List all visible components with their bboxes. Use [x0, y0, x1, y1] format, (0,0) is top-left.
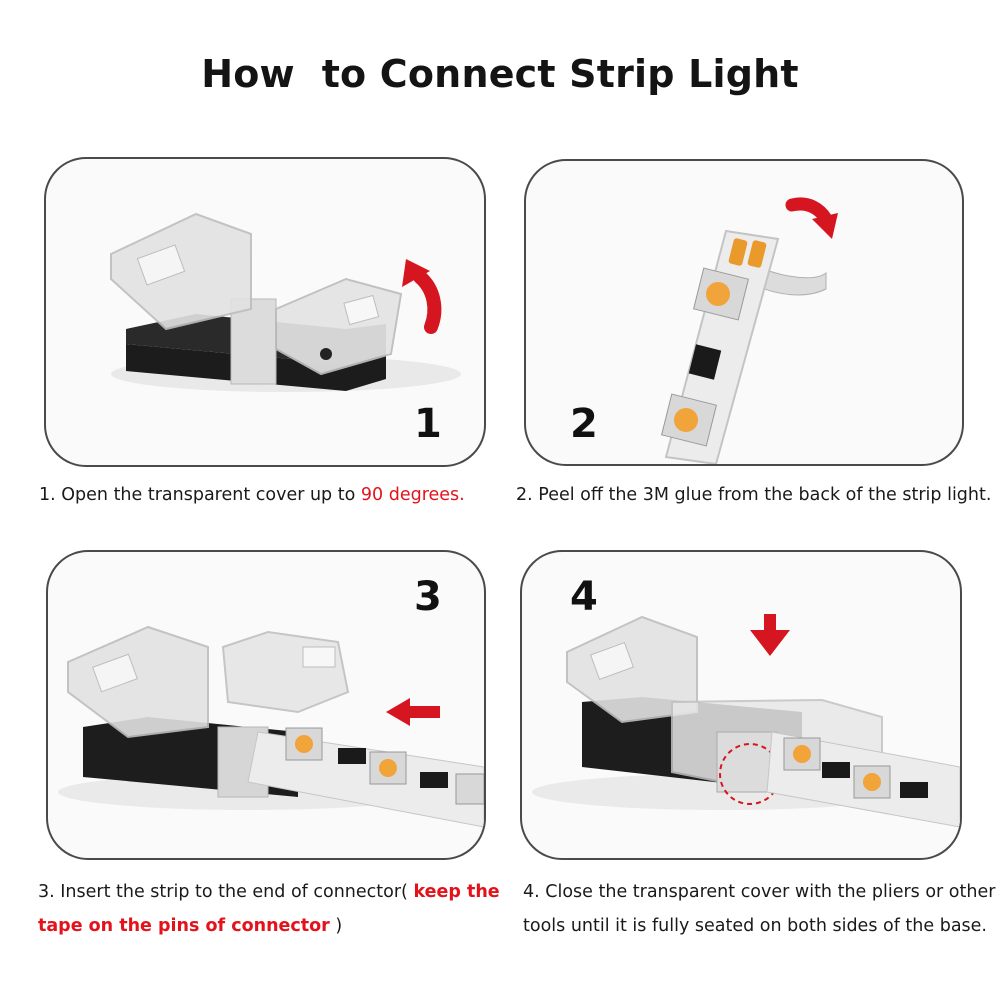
strip-peel-illustration: [660, 229, 827, 464]
step-4-caption: 4. Close the transparent cover with the …: [523, 875, 995, 943]
connector-close-illustration: [532, 615, 960, 828]
caption-highlight: 90 degrees.: [360, 485, 465, 505]
strip-insert-illustration: [58, 625, 484, 828]
caption-text: 3. Insert the strip to the end of connec…: [38, 882, 414, 902]
caption-highlight: tape on the pins of connector: [38, 916, 330, 936]
caption-line: tools until it is fully seated on both s…: [523, 916, 987, 936]
curved-arrow-right-icon: [785, 197, 838, 239]
connector-open-illustration: [110, 212, 461, 392]
caption-text: ): [329, 916, 343, 936]
step-number: 2: [570, 401, 598, 447]
page-title: How to Connect Strip Light: [201, 52, 799, 96]
step-4-panel: 4: [520, 550, 962, 860]
arrow-left-icon: [386, 698, 440, 726]
step-2-caption: 2. Peel off the 3M glue from the back of…: [516, 485, 992, 505]
step-1-caption: 1. Open the transparent cover up to 90 d…: [39, 478, 465, 512]
caption-text: 1. Open the transparent cover up to: [39, 485, 361, 505]
step-number: 3: [414, 574, 442, 620]
step-number: 4: [570, 574, 598, 620]
step-1-panel: 1: [44, 157, 486, 467]
step-3-caption: 3. Insert the strip to the end of connec…: [38, 875, 500, 943]
step-2-panel: 2: [524, 159, 964, 466]
arrow-down-icon: [750, 614, 790, 656]
step-number: 1: [414, 401, 442, 447]
caption-highlight: keep the: [413, 882, 500, 902]
step-3-panel: 3: [46, 550, 486, 860]
curved-arrow-up-icon: [402, 259, 442, 334]
caption-line: 4. Close the transparent cover with the …: [523, 882, 996, 902]
